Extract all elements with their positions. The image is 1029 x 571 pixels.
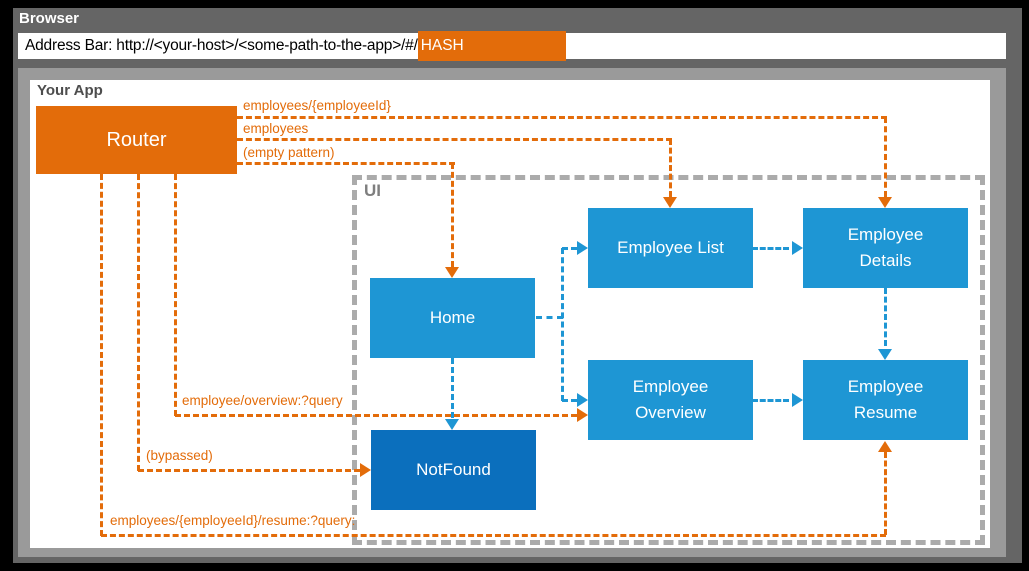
route-line-employee-list — [669, 139, 672, 197]
arrowhead-up-employee-resume — [878, 441, 892, 452]
ui-container — [352, 175, 985, 545]
node-home: Home — [370, 278, 535, 358]
route-line-employee-details — [884, 117, 887, 197]
arrowhead-down-employee-resume — [878, 349, 892, 360]
arrowhead-right-employee-overview — [577, 408, 588, 422]
route-label-employee-overview: employee/overview:?query — [182, 393, 343, 408]
route-line-notfound — [137, 174, 140, 471]
route-label-employee-details: employees/{employeeId} — [243, 98, 391, 113]
your-app-title: Your App — [37, 82, 103, 99]
hash-segment-highlight: HASH — [417, 31, 566, 61]
node-employee-resume: Employee Resume — [803, 360, 968, 440]
route-line-employee-resume — [100, 174, 103, 536]
arrowhead-right-notfound — [360, 463, 371, 477]
node-router: Router — [36, 106, 237, 174]
route-label-bypassed: (bypassed) — [146, 448, 213, 463]
node-employee-overview: Employee Overview — [588, 360, 753, 440]
node-employee-overview-label: Employee Overview — [632, 376, 709, 422]
route-label-empty-pattern: (empty pattern) — [243, 145, 335, 160]
flow-line-home-to-overview — [562, 399, 577, 402]
route-label-employee-resume: employees/{employeeId}/resume:?query: — [110, 513, 356, 528]
flow-line-overview-to-resume — [752, 399, 789, 402]
route-line-notfound — [138, 469, 360, 472]
route-line-employee-resume — [884, 452, 887, 535]
route-line-employee-overview — [174, 174, 177, 416]
node-employee-list-label: Employee List — [617, 237, 724, 257]
flow-line-home-to-notfound — [451, 358, 454, 418]
route-line-employee-list — [237, 138, 672, 141]
arrowhead-down-employee-details — [878, 197, 892, 208]
arrowhead-down-home — [445, 267, 459, 278]
flow-line-home-split — [561, 248, 564, 401]
arrowhead-right-employee-resume-blue — [792, 393, 803, 407]
route-line-employee-resume — [101, 534, 886, 537]
arrowhead-right-employee-details-blue — [792, 241, 803, 255]
arrowhead-down-employee-list — [663, 197, 677, 208]
route-line-home — [237, 162, 455, 165]
arrowhead-down-notfound — [445, 419, 459, 430]
address-url-text: Address Bar: http://<your-host>/<some-pa… — [25, 37, 418, 54]
node-employee-list: Employee List — [588, 208, 753, 288]
flow-line-home-to-list — [562, 247, 577, 250]
node-employee-resume-label: Employee Resume — [847, 376, 924, 422]
route-line-home — [451, 163, 454, 267]
node-employee-details-label: Employee Details — [847, 224, 924, 270]
flow-line-details-to-resume — [884, 288, 887, 346]
route-line-employee-overview — [175, 414, 577, 417]
browser-title: Browser — [19, 10, 80, 27]
route-line-employee-details — [237, 116, 887, 119]
flow-line-list-to-details — [752, 247, 789, 250]
node-notfound-label: NotFound — [416, 459, 491, 479]
ui-container-label: UI — [364, 181, 381, 200]
address-bar: Address Bar: http://<your-host>/<some-pa… — [18, 31, 1006, 61]
node-notfound: NotFound — [371, 430, 536, 510]
arrowhead-right-employee-list — [577, 241, 588, 255]
node-home-label: Home — [429, 307, 476, 327]
arrowhead-right-employee-overview-blue — [577, 393, 588, 407]
route-label-employee-list: employees — [243, 121, 309, 136]
flow-line-home-out — [536, 316, 563, 319]
node-employee-details: Employee Details — [803, 208, 968, 288]
